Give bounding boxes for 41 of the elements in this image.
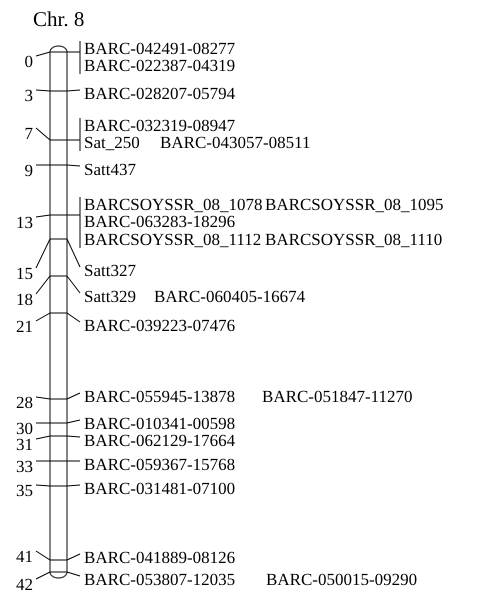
- position-label: 28: [16, 394, 33, 411]
- marker-label: BARC-055945-13878: [84, 388, 236, 405]
- marker-label: BARC-062129-17664: [84, 432, 236, 449]
- marker-label: Satt329: [84, 288, 136, 305]
- position-label: 18: [16, 291, 33, 308]
- marker-label: Sat_250: [84, 134, 140, 151]
- marker-label: Satt327: [84, 262, 136, 279]
- marker-label: BARCSOYSSR_08_1078: [84, 196, 263, 213]
- marker-label: BARC-028207-05794: [84, 85, 236, 102]
- marker-label: BARC-063283-18296: [84, 213, 236, 230]
- marker-label: Satt437: [84, 161, 136, 178]
- position-label: 15: [16, 265, 33, 282]
- marker-label: BARC-022387-04319: [84, 57, 236, 74]
- position-label: 0: [24, 53, 33, 70]
- marker-label: BARCSOYSSR_08_1110: [265, 231, 442, 248]
- marker-label: BARCSOYSSR_08_1095: [265, 196, 444, 213]
- chromosome-title: Chr. 8: [33, 9, 84, 30]
- marker-label: BARC-041889-08126: [84, 549, 236, 566]
- position-label: 13: [16, 214, 33, 231]
- marker-label: BARC-042491-08277: [84, 40, 236, 57]
- position-label: 30: [16, 420, 33, 437]
- marker-label: BARC-051847-11270: [262, 388, 412, 405]
- position-label: 3: [24, 87, 33, 104]
- marker-label: BARC-039223-07476: [84, 317, 236, 334]
- marker-label: BARC-059367-15768: [84, 456, 236, 473]
- marker-label: BARC-050015-09290: [266, 571, 418, 588]
- marker-label: BARC-031481-07100: [84, 480, 236, 497]
- marker-label: BARC-032319-08947: [84, 117, 236, 134]
- marker-label: BARC-053807-12035: [84, 571, 236, 588]
- position-label: 21: [16, 318, 33, 335]
- position-label: 9: [24, 162, 33, 179]
- position-label: 7: [24, 125, 33, 142]
- marker-label: BARCSOYSSR_08_1112: [84, 231, 262, 248]
- position-label: 41: [16, 548, 33, 565]
- marker-label: BARC-060405-16674: [154, 288, 306, 305]
- marker-label: BARC-043057-08511: [160, 134, 310, 151]
- position-label: 35: [16, 482, 33, 499]
- marker-label: BARC-010341-00598: [84, 415, 236, 432]
- position-label: 31: [16, 436, 33, 453]
- position-label: 33: [16, 458, 33, 475]
- position-label: 42: [16, 576, 33, 593]
